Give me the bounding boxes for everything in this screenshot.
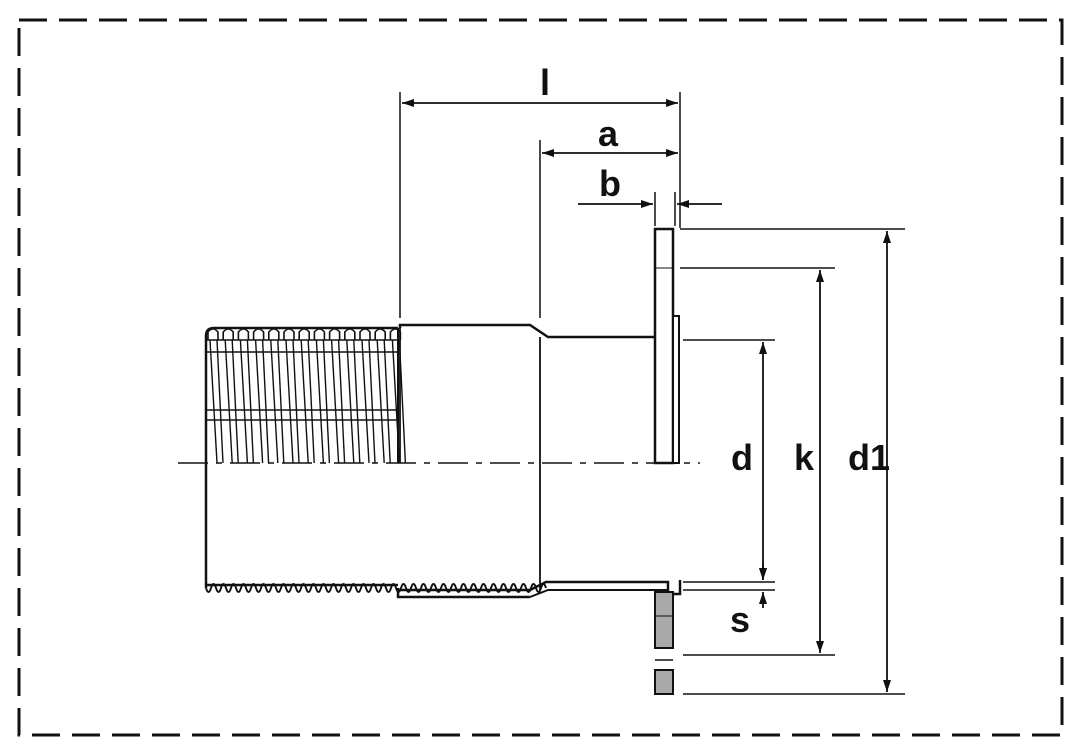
corrugation-rib [268, 328, 280, 340]
corrugation-rib [328, 328, 341, 340]
corrugation-rib [222, 328, 234, 340]
corrugation-rib [298, 328, 310, 340]
drawing-frame [17, 18, 1064, 737]
label-k: k [794, 437, 815, 478]
corrugation-rib [313, 328, 326, 340]
corrugation-rib [207, 328, 219, 340]
label-b: b [599, 163, 621, 204]
extension-lines [399, 92, 905, 695]
label-d: d [731, 437, 753, 478]
flange-upper [653, 227, 680, 465]
label-d1: d1 [848, 437, 890, 478]
corrugation-rib [359, 328, 371, 340]
label-l: l [540, 62, 550, 103]
corrugation-rib [344, 328, 356, 340]
corrugation-rib [252, 328, 265, 340]
corrugated-pipe-lower [204, 463, 547, 599]
corrugation-rib [237, 328, 250, 340]
corrugation-rib [283, 328, 295, 340]
corrugation-rib [374, 328, 386, 340]
dimension-lines [402, 99, 891, 692]
spigot-sleeve [398, 323, 682, 598]
corrugated-pipe-upper [204, 326, 407, 464]
label-a: a [598, 113, 619, 154]
flange-lower-section [654, 591, 674, 695]
label-s: s [730, 599, 750, 640]
